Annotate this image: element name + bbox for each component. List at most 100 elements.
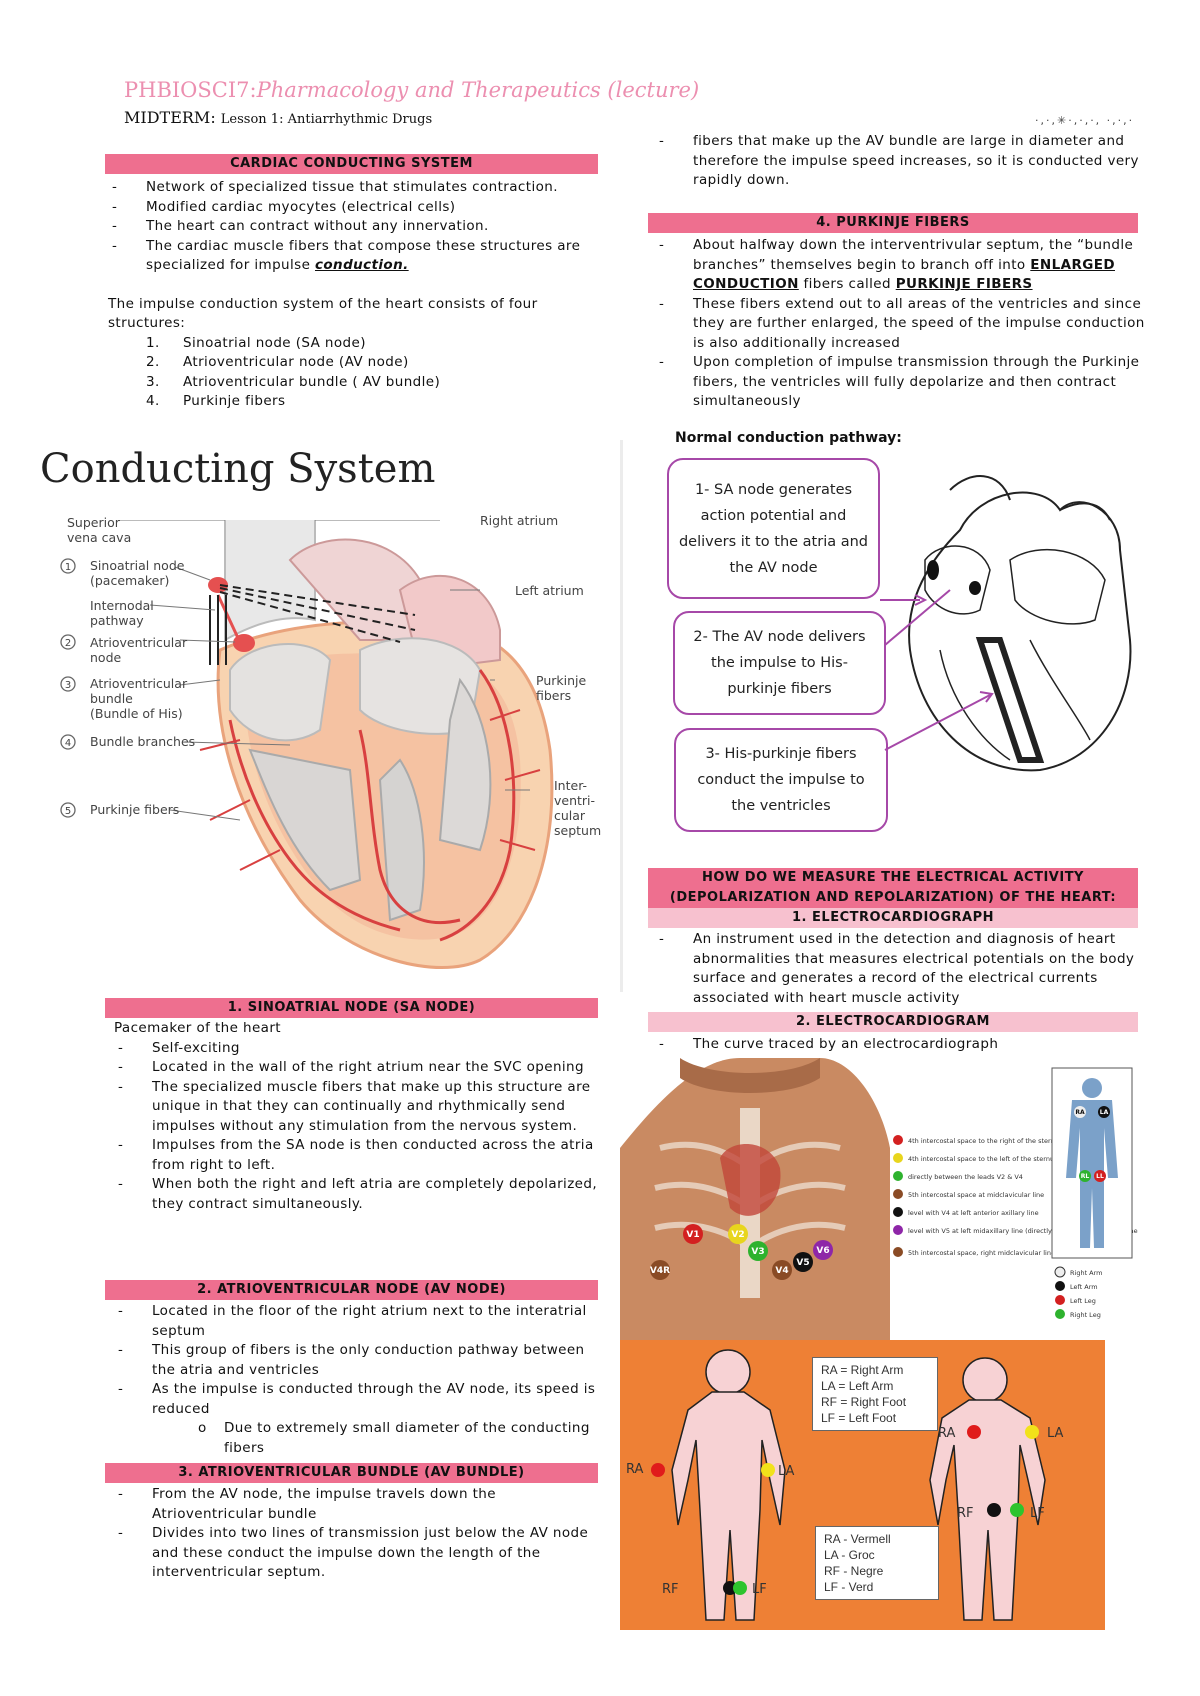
legend-v5: level with V4 at left anterior axillary … [908,1209,1039,1217]
label-bundle-of-his: Atrioventricular bundle (Bundle of His) [90,676,188,721]
legend-v3: directly between the leads V2 & V4 [908,1173,1023,1181]
limb-leads-image: RA LA RF LF RA LA RF LF RA = Right Arm L… [620,1340,1105,1630]
conducting-system-diagram: 1 2 3 4 5 [60,520,554,969]
list-item: The heart can contract without any inner… [108,217,598,237]
list-item: Network of specialized tissue that stimu… [108,178,598,198]
pathway-step-3: 3- His-purkinje fibers conduct the impul… [674,728,888,832]
limb-label-lf-2: LF [1030,1506,1045,1521]
legend-v2: 4th intercostal space to the left of the… [908,1155,1060,1163]
legend-v4r: 5th intercostal space, right midclavicul… [908,1249,1055,1257]
label-purkinje: Purkinje fibers [90,802,180,817]
list-item: The curve traced by an electrocardiograp… [655,1035,1145,1055]
list-item: fibers that make up the AV bundle are la… [655,132,1145,191]
sa-node-header: 1. SINOATRIAL NODE (SA NODE) [105,998,598,1018]
av-node-text: Located in the floor of the right atrium… [114,1302,598,1458]
purkinje-header: 4. PURKINJE FIBERS [648,213,1138,233]
step-number: 1 [65,562,71,573]
pathway-title: Normal conduction pathway: [675,430,902,446]
limb-label-rf: RF [662,1582,679,1597]
list-item: These fibers extend out to all areas of … [655,295,1145,354]
limb-rl: RL [1081,1173,1090,1180]
limb-label-ra: RA [626,1462,644,1477]
limb-ll: LL [1096,1173,1104,1180]
label-sa-node: Sinoatrial node (pacemaker) [90,558,185,588]
list-item: 3.Atrioventricular bundle ( AV bundle) [146,373,441,390]
av-bundle-header: 3. ATRIOVENTRICULAR BUNDLE (AV BUNDLE) [105,1463,598,1483]
limb-legend-ll: Left Leg [1070,1297,1096,1305]
list-item: Located in the wall of the right atrium … [114,1058,598,1078]
lead-v2: V2 [731,1230,744,1240]
av-bundle-text: From the AV node, the impulse travels do… [114,1485,598,1583]
lead-v5: V5 [796,1258,809,1268]
label-right-atrium: Right atrium [480,513,559,528]
lead-v4r: V4R [650,1266,670,1276]
limb-ra: RA [1075,1109,1085,1116]
limb-label-la: LA [778,1464,795,1479]
course-title: PHBIOSCI7:Pharmacology and Therapeutics … [124,78,700,102]
label-bundle-branches: Bundle branches [90,734,196,749]
pathway-step-1: 1- SA node generates action potential an… [667,458,880,599]
list-item: This group of fibers is the only conduct… [114,1341,598,1380]
sa-node-text: Pacemaker of the heart Self-exciting Loc… [114,1019,598,1214]
list-item: 4.Purkinje fibers [146,393,286,409]
step-number: 5 [65,806,71,817]
measure-header: HOW DO WE MEASURE THE ELECTRICAL ACTIVIT… [648,868,1138,908]
legend-v4: 5th intercostal space at midclavicular l… [908,1191,1044,1199]
av-bundle-continued: fibers that make up the AV bundle are la… [655,132,1145,191]
list-item: Divides into two lines of transmission j… [114,1524,598,1583]
label-left-atrium: Left atrium [515,583,584,598]
figure-title: Conducting System [40,446,436,492]
list-item: Upon completion of impulse transmission … [655,353,1145,412]
lead-v3: V3 [751,1247,764,1257]
cardiac-bullets: Network of specialized tissue that stimu… [108,178,598,412]
list-item: 1.Sinoatrial node (SA node) [146,334,366,351]
ecg-text: An instrument used in the detection and … [655,930,1145,1008]
limb-la: LA [1100,1109,1109,1116]
limb-legend-english: RA = Right Arm LA = Left Arm RF = Right … [812,1357,938,1431]
label-septum: Inter- ventri- cular septum [554,778,602,838]
ecgram-header: 2. ELECTROCARDIOGRAM [648,1012,1138,1032]
limb-legend-catalan: RA - Vermell LA - Groc RF - Negre LF - V… [815,1526,939,1600]
ecgram-text: The curve traced by an electrocardiograp… [655,1035,1145,1055]
lead-v6: V6 [816,1246,829,1256]
list-subitem: Due to extremely small diameter of the c… [114,1419,598,1458]
decorative-scribble: ·,·,✳·,·,·, ·,·,· [1035,114,1135,127]
av-node-header: 2. ATRIOVENTRICULAR NODE (AV NODE) [105,1280,598,1300]
label-svc: Superior vena cava [67,515,132,545]
column-divider [620,440,623,992]
list-item: From the AV node, the impulse travels do… [114,1485,598,1524]
list-item: When both the right and left atria are c… [114,1175,598,1214]
limb-label-lf: LF [752,1582,767,1597]
limb-legend-la: Left Arm [1070,1283,1098,1291]
legend-v1: 4th intercostal space to the right of th… [908,1137,1065,1145]
limb-label-rf-2: RF [957,1506,974,1521]
ecg-header: 1. ELECTROCARDIOGRAPH [648,908,1138,928]
limb-legend-rl: Right Leg [1070,1311,1101,1319]
list-item: Modified cardiac myocytes (electrical ce… [108,198,598,218]
label-purkinje-right: Purkinje fibers [536,673,587,703]
limb-legend-ra: Right Arm [1070,1269,1103,1277]
intro-text: The impulse conduction system of the hea… [108,295,538,332]
list-item: An instrument used in the detection and … [655,930,1145,1008]
limb-label-la-2: LA [1047,1426,1064,1441]
list-item: As the impulse is conducted through the … [114,1380,598,1419]
list-item: Located in the floor of the right atrium… [114,1302,598,1341]
pathway-step-2: 2- The AV node delivers the impulse to H… [673,611,886,715]
cardiac-conducting-header: CARDIAC CONDUCTING SYSTEM [105,154,598,174]
limb-label-ra-2: RA [938,1426,956,1441]
list-item: The specialized muscle fibers that make … [114,1078,598,1137]
heart-outline-diagram [880,475,1132,772]
lead-v1: V1 [686,1230,699,1240]
chest-leads-image: V1 V2 V3 V4 V5 V6 V4R 4th intercostal sp… [620,1058,1164,1340]
step-number: 3 [65,680,71,691]
list-item: Impulses from the SA node is then conduc… [114,1136,598,1175]
list-item: Self-exciting [114,1039,598,1059]
label-internodal: Internodal pathway [90,598,154,628]
list-item: About halfway down the interventrivular … [655,236,1145,295]
step-number: 2 [65,638,71,649]
list-item: 2.Atrioventricular node (AV node) [146,354,409,370]
intro-text: Pacemaker of the heart [114,1020,281,1036]
step-number: 4 [65,738,71,749]
lead-v4: V4 [775,1266,788,1276]
purkinje-text: About halfway down the interventrivular … [655,236,1145,412]
